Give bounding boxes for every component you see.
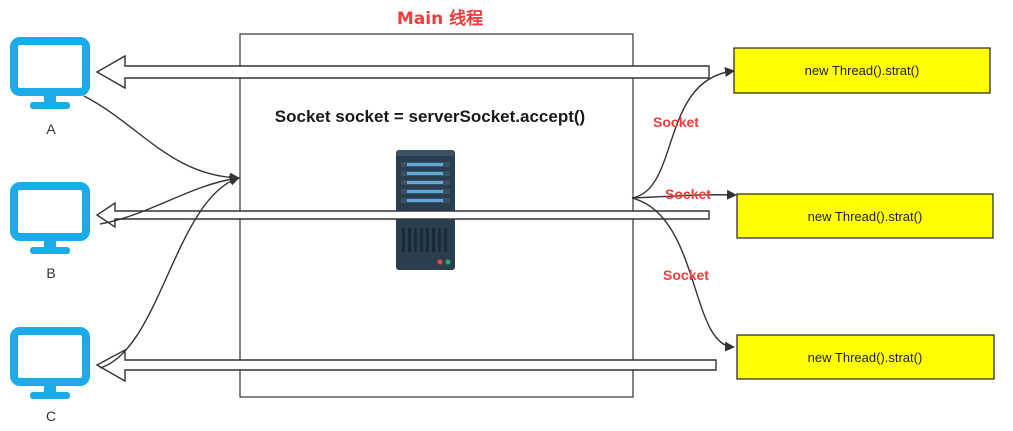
request-curve-a <box>83 95 240 183</box>
thread-label: new Thread().strat() <box>808 209 923 224</box>
socket-label: Socket <box>665 186 711 202</box>
client-label: A <box>46 121 56 137</box>
response-arrow-a <box>95 54 710 90</box>
request-curve-b <box>99 174 240 225</box>
thread-box-2: new Thread().strat() <box>736 193 994 239</box>
monitor-icon <box>10 182 90 254</box>
client-c: C <box>10 327 90 424</box>
monitor-icon <box>10 327 90 399</box>
client-b: B <box>10 182 90 281</box>
socket-label: Socket <box>663 267 709 283</box>
main-thread-title: Main 线程 <box>397 8 483 29</box>
client-label: B <box>46 265 55 281</box>
response-arrow-c <box>95 348 717 383</box>
socket-curve-1 <box>631 67 735 199</box>
response-arrow-b <box>95 201 710 229</box>
socket-curve-3 <box>631 197 735 352</box>
monitor-icon <box>10 37 90 109</box>
socket-label: Socket <box>653 114 699 130</box>
client-a: A <box>10 37 90 137</box>
request-curve-c <box>99 175 240 369</box>
thread-label: new Thread().strat() <box>805 63 920 78</box>
thread-box-3: new Thread().strat() <box>736 334 995 380</box>
accept-code-line: Socket socket = serverSocket.accept() <box>275 107 585 126</box>
socket-curve-2 <box>631 189 737 200</box>
client-label: C <box>46 408 56 424</box>
server-rack-icon <box>396 150 455 270</box>
thread-label: new Thread().strat() <box>808 350 923 365</box>
thread-box-1: new Thread().strat() <box>733 47 991 94</box>
